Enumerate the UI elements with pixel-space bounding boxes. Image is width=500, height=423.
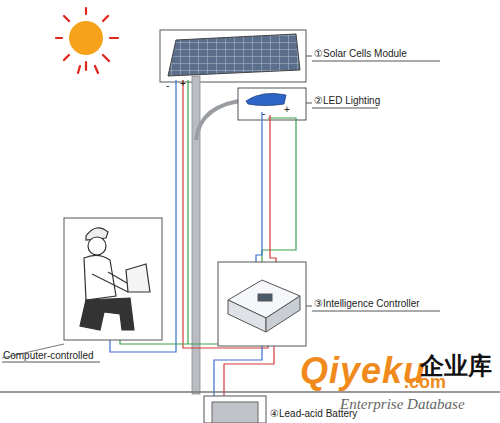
callout-label: Computer-controlled — [3, 350, 94, 362]
underline — [312, 61, 440, 62]
callout-label: ③Intelligence Controller — [314, 298, 420, 310]
polarity-sign: - — [262, 108, 265, 120]
battery-frame — [204, 396, 266, 423]
underline — [312, 108, 378, 109]
callout-label: ①Solar Cells Module — [314, 48, 407, 60]
solar-panel — [168, 34, 300, 76]
battery — [212, 402, 258, 423]
callout-label: ②LED Lighting — [314, 95, 380, 107]
polarity-sign: + — [180, 78, 186, 90]
panel-frame — [160, 30, 306, 82]
watermark: 企业库 — [420, 352, 492, 380]
technician — [80, 228, 150, 330]
controller-frame — [218, 262, 306, 346]
person-frame — [64, 218, 162, 340]
polarity-sign: - — [166, 80, 169, 92]
underline — [312, 311, 440, 312]
led-frame — [238, 88, 306, 120]
leader-line — [306, 103, 312, 104]
polarity-sign: + — [284, 104, 290, 116]
underline — [2, 362, 100, 363]
leader-line — [306, 56, 312, 57]
led-lamp — [246, 93, 286, 105]
controller — [228, 280, 300, 332]
sun — [56, 8, 118, 73]
watermark: Enterprise Database — [340, 396, 465, 413]
leader-line — [306, 306, 312, 307]
